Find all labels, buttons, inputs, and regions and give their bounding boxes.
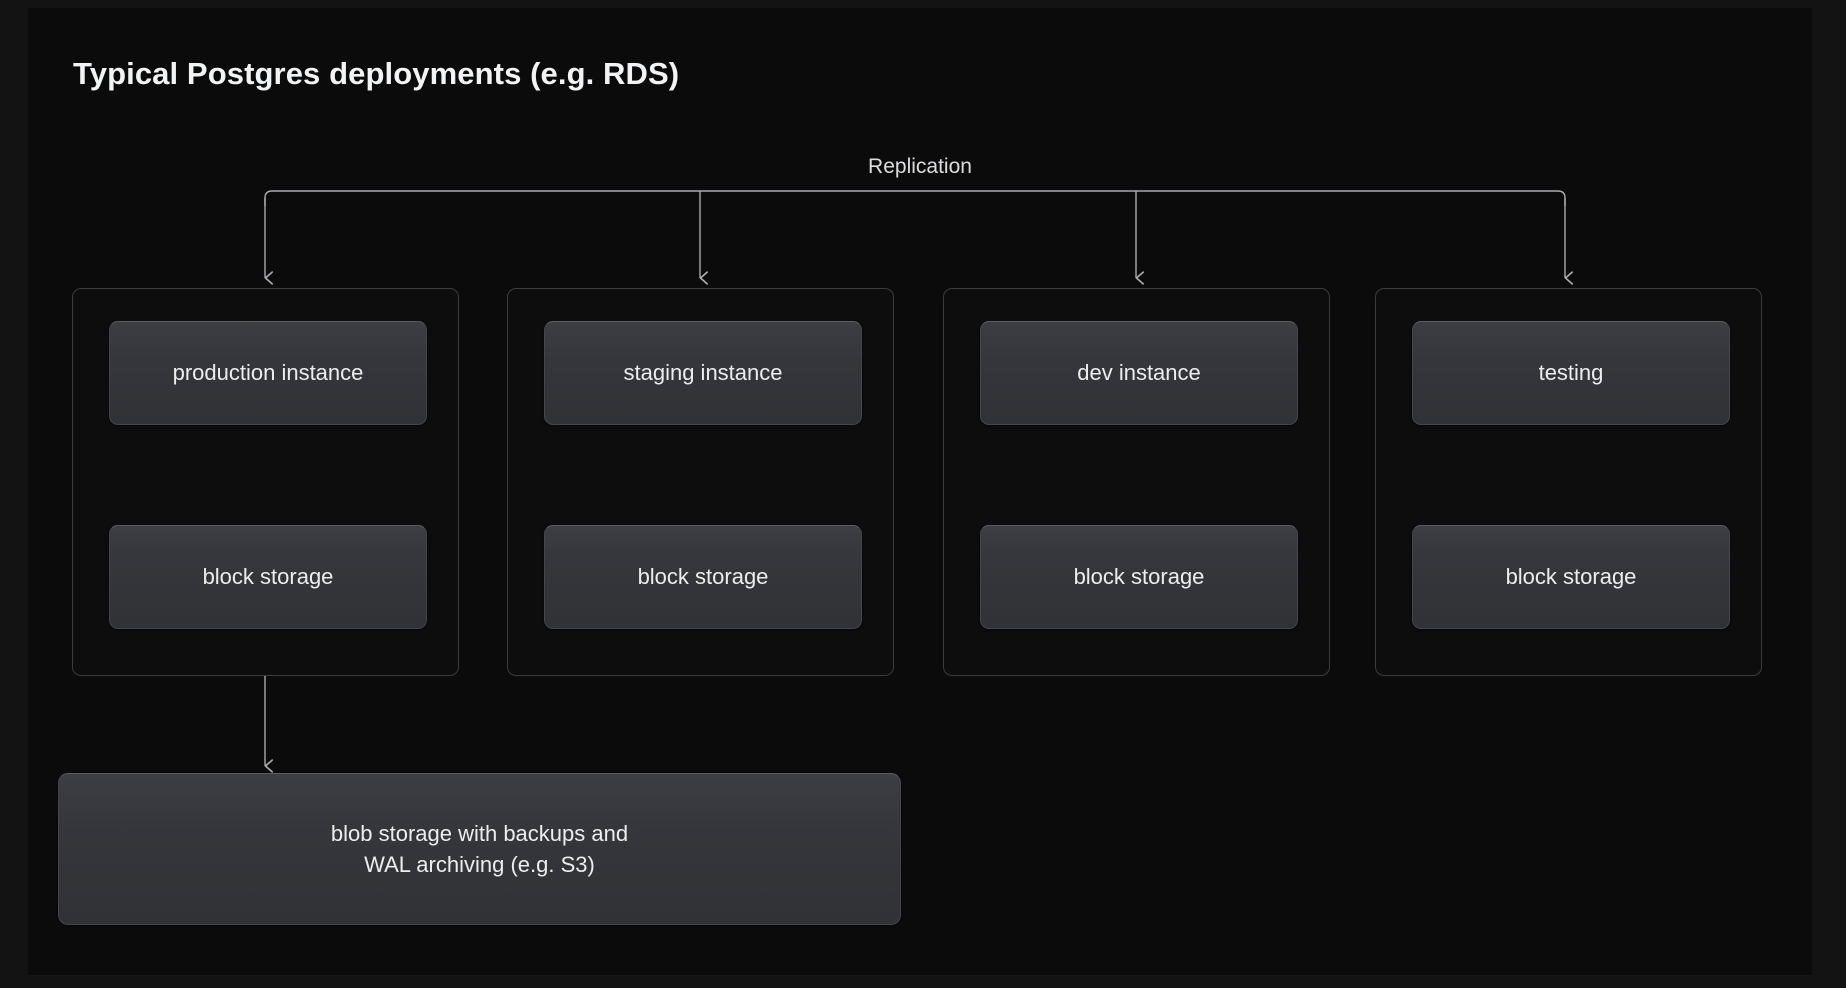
node-production-instance[interactable]: production instance [109,321,427,425]
node-label: dev instance [1077,360,1201,386]
node-label: production instance [172,360,364,386]
node-testing-block-storage[interactable]: block storage [1412,525,1730,629]
node-label: block storage [1505,564,1637,590]
group-dev[interactable]: dev instance block storage [943,288,1330,676]
group-staging[interactable]: staging instance block storage [507,288,894,676]
node-dev-block-storage[interactable]: block storage [980,525,1298,629]
node-label: blob storage with backups and WAL archiv… [330,820,629,877]
node-blob-storage[interactable]: blob storage with backups and WAL archiv… [58,773,901,925]
page-title: Typical Postgres deployments (e.g. RDS) [73,56,680,91]
node-label: staging instance [623,360,783,386]
node-dev-instance[interactable]: dev instance [980,321,1298,425]
node-staging-block-storage[interactable]: block storage [544,525,862,629]
node-label: block storage [1073,564,1205,590]
node-testing-instance[interactable]: testing [1412,321,1730,425]
group-testing[interactable]: testing block storage [1375,288,1762,676]
group-production[interactable]: production instance block storage [72,288,459,676]
replication-label: Replication [868,155,972,178]
node-label: block storage [202,564,334,590]
diagram-canvas: Typical Postgres deployments (e.g. RDS) … [28,8,1812,975]
node-production-block-storage[interactable]: block storage [109,525,427,629]
node-label: block storage [637,564,769,590]
node-staging-instance[interactable]: staging instance [544,321,862,425]
replication-bus-line [264,190,1566,206]
node-label: testing [1538,360,1604,386]
